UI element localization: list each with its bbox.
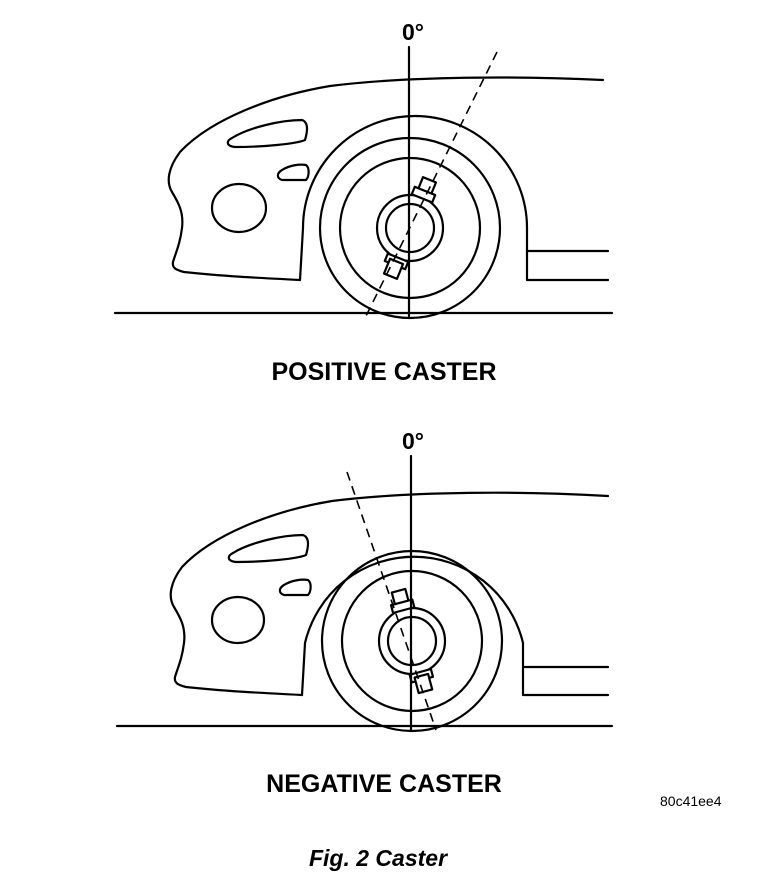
negative-caster-title: NEGATIVE CASTER bbox=[266, 770, 502, 798]
negative-caster-diagram: 0° NEGATIVE CASTER bbox=[115, 428, 614, 798]
positive-caster-title: POSITIVE CASTER bbox=[271, 358, 496, 386]
positive-fog-lamp bbox=[210, 182, 268, 234]
positive-wheel-arch bbox=[298, 114, 610, 282]
positive-vent bbox=[276, 163, 310, 182]
positive-zero-degree-label: 0° bbox=[402, 19, 424, 45]
negative-steering-axis bbox=[346, 471, 437, 731]
positive-headlight bbox=[226, 118, 309, 149]
negative-wheel-arch bbox=[300, 555, 610, 697]
negative-vent bbox=[278, 578, 312, 597]
figure-caption: Fig. 2 Caster bbox=[309, 845, 448, 871]
figure-code: 80c41ee4 bbox=[660, 793, 722, 809]
positive-steering-knuckle bbox=[382, 176, 438, 280]
negative-fog-lamp bbox=[210, 595, 266, 645]
positive-steering-axis bbox=[364, 51, 498, 319]
negative-zero-degree-label: 0° bbox=[402, 428, 424, 454]
positive-caster-diagram: 0° POSITIVE CASTER bbox=[113, 19, 614, 386]
negative-headlight bbox=[227, 533, 310, 564]
positive-car-body bbox=[167, 76, 605, 282]
negative-car-body bbox=[169, 491, 610, 697]
